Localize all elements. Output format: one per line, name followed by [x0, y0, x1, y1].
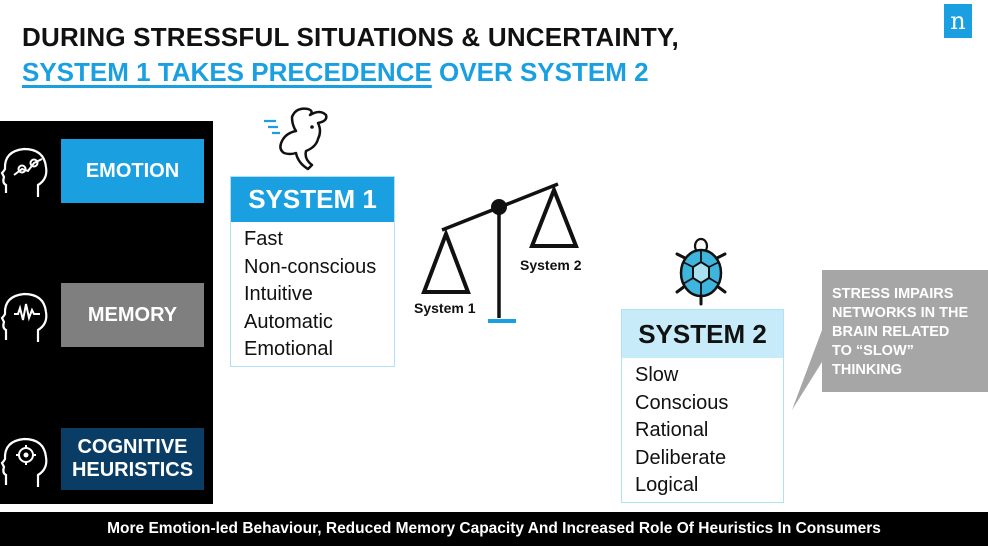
category-cog-line2: HEURISTICS	[71, 459, 194, 481]
category-memory: MEMORY	[61, 283, 204, 347]
system2-traits: Slow Conscious Rational Deliberate Logic…	[622, 358, 783, 500]
system1-trait: Intuitive	[244, 283, 313, 305]
system2-card: SYSTEM 2 Slow Conscious Rational Deliber…	[621, 309, 784, 503]
system1-trait: Fast	[244, 228, 283, 250]
page-title-line2: SYSTEM 1 TAKES PRECEDENCE OVER SYSTEM 2	[22, 57, 649, 88]
system2-trait: Logical	[635, 474, 699, 496]
callout-line: BRAIN RELATED	[832, 324, 950, 340]
callout-line: NETWORKS IN THE	[832, 305, 969, 321]
callout-line: TO “SLOW”	[832, 343, 914, 359]
category-cognitive-heuristics: COGNITIVE HEURISTICS	[61, 428, 204, 490]
page-title-line1: DURING STRESSFUL SITUATIONS & UNCERTAINT…	[22, 22, 679, 52]
title-highlight: SYSTEM 1 TAKES PRECEDENCE	[22, 57, 432, 87]
callout-bubble	[792, 270, 988, 410]
left-panel: EMOTION MEMORY COGNITIVE HEURISTICS	[0, 121, 213, 504]
category-cog-line1: COGNITIVE	[77, 436, 188, 458]
rabbit-icon	[264, 107, 328, 171]
system1-traits: Fast Non-conscious Intuitive Automatic E…	[231, 222, 394, 364]
system1-card: SYSTEM 1 Fast Non-conscious Intuitive Au…	[230, 176, 395, 367]
scale-label-system1: System 1	[414, 300, 476, 316]
system1-trait: Emotional	[244, 338, 333, 360]
balance-scale-icon	[421, 182, 579, 323]
title-rest: OVER SYSTEM 2	[431, 57, 649, 87]
head-cognition-icon	[0, 437, 48, 487]
callout-line: THINKING	[832, 362, 903, 378]
system2-trait: Slow	[635, 364, 679, 386]
system1-trait: Automatic	[244, 310, 333, 333]
footer-banner: More Emotion-led Behaviour, Reduced Memo…	[0, 512, 988, 546]
scale-label-system2: System 2	[520, 257, 582, 273]
callout-line: STRESS IMPAIRS	[832, 286, 954, 302]
head-memory-icon	[0, 292, 48, 342]
system2-trait: Rational	[635, 419, 709, 441]
callout-text: STRESS IMPAIRS NETWORKS IN THE BRAIN REL…	[832, 285, 984, 380]
system1-trait: Non-conscious	[244, 255, 377, 278]
system1-title: SYSTEM 1	[231, 177, 394, 222]
brand-logo: n	[944, 4, 972, 38]
system2-trait: Conscious	[635, 391, 729, 414]
system2-title: SYSTEM 2	[622, 310, 783, 358]
category-emotion: EMOTION	[61, 139, 204, 203]
head-emotion-icon	[0, 147, 48, 197]
turtle-icon	[675, 237, 727, 306]
system2-trait: Deliberate	[635, 446, 727, 469]
